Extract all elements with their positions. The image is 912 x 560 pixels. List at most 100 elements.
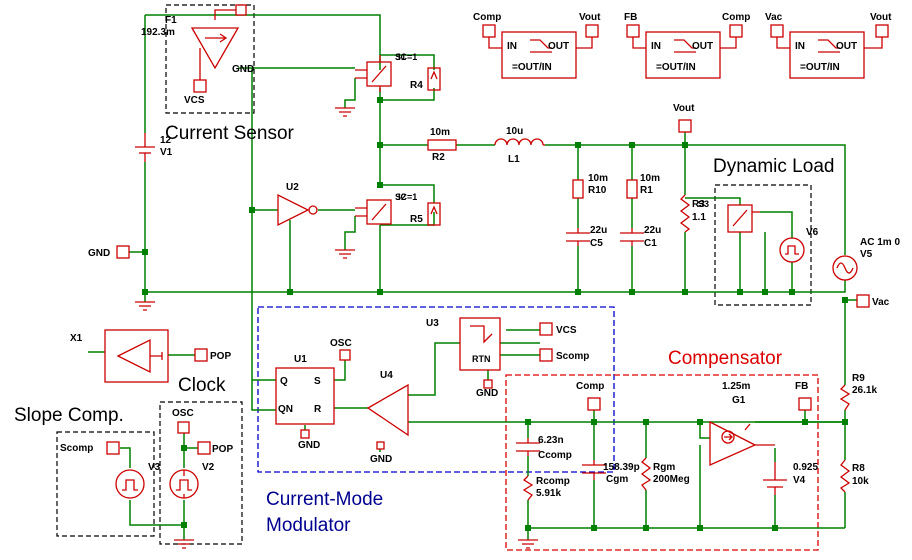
u1-name: U1 xyxy=(294,354,307,365)
u2-inverter[interactable] xyxy=(277,193,318,227)
r3-resistor[interactable] xyxy=(679,194,691,233)
g1-value: 1.25m xyxy=(722,381,750,392)
s1-ic: IC=1 xyxy=(398,52,417,62)
scomp-net-label-clock: Scomp xyxy=(60,443,93,454)
gnd-net-flag[interactable] xyxy=(116,245,130,259)
v2-pulse-source[interactable] xyxy=(169,469,199,499)
u4-name: U4 xyxy=(380,370,393,381)
v1-battery[interactable] xyxy=(135,133,155,162)
probe-3-in-net: Vac xyxy=(765,12,783,23)
s1-switch[interactable] xyxy=(355,55,392,92)
r10-name: R10 xyxy=(588,185,607,196)
r4-name: R4 xyxy=(410,80,423,91)
osc-net-flag-clock[interactable] xyxy=(177,421,190,434)
dynamic-load-title: Dynamic Load xyxy=(713,156,834,177)
rcomp-resistor[interactable] xyxy=(522,475,534,501)
junction-dots xyxy=(142,97,848,531)
r3-name: R3 xyxy=(692,199,705,210)
probe-1-in-net: Comp xyxy=(473,12,501,23)
s3-switch[interactable] xyxy=(727,204,760,233)
s2-ic: IC=1 xyxy=(398,192,417,202)
bode-probe-3[interactable] xyxy=(770,24,889,79)
probe-2-out-label: OUT xyxy=(692,41,713,52)
scomp-net-flag-clock[interactable] xyxy=(106,441,120,455)
v4-value: 0.925 xyxy=(793,462,818,473)
u3-name: U3 xyxy=(426,318,439,329)
rcomp-name: Rcomp xyxy=(536,476,570,487)
v4-battery[interactable] xyxy=(763,462,787,495)
scomp-net-flag-u3[interactable] xyxy=(539,348,553,362)
comp-net-label-main: Comp xyxy=(576,381,604,392)
r5-resistor[interactable] xyxy=(427,202,441,226)
slope-comp-box xyxy=(56,431,155,537)
ccomp-capacitor[interactable] xyxy=(516,438,540,456)
r8-name: R8 xyxy=(852,463,865,474)
gnd-label-u1: GND xyxy=(298,440,320,451)
u3-rtn: RTN xyxy=(472,354,491,364)
g1-transconductance-amp[interactable] xyxy=(709,420,775,467)
vac-net-flag[interactable] xyxy=(856,294,870,308)
u2-name: U2 xyxy=(286,182,299,193)
r2-name: R2 xyxy=(432,152,445,163)
ground-symbol-s2 xyxy=(335,249,355,259)
v3-name: V3 xyxy=(148,462,161,473)
r9-resistor[interactable] xyxy=(839,384,851,411)
r4-resistor[interactable] xyxy=(427,67,441,91)
s3-name: S3 xyxy=(698,199,709,209)
vcs-net-flag[interactable] xyxy=(539,322,553,336)
r10-resistor[interactable] xyxy=(572,179,584,199)
u3-block[interactable] xyxy=(459,317,501,371)
scomp-net-label-u3: Scomp xyxy=(556,351,589,362)
fb-net-flag-main[interactable] xyxy=(798,397,812,411)
r8-value: 10k xyxy=(852,476,869,487)
u4-comparator[interactable] xyxy=(366,383,409,437)
f1-current-source[interactable] xyxy=(190,4,247,93)
c1-capacitor[interactable] xyxy=(620,228,644,246)
gnd-net-label: GND xyxy=(88,248,110,259)
c5-capacitor[interactable] xyxy=(566,228,590,246)
probe-2-in-label: IN xyxy=(651,41,661,52)
comp-net-flag-main[interactable] xyxy=(587,397,601,411)
vcs-net-label: VCS xyxy=(556,325,577,336)
g1-name: G1 xyxy=(732,395,746,406)
r2-resistor[interactable] xyxy=(427,139,457,151)
vout-net-label-main: Vout xyxy=(673,103,695,114)
osc-net-flag-u1[interactable] xyxy=(339,349,351,361)
v4-name: V4 xyxy=(793,475,806,486)
v3-pulse-source[interactable] xyxy=(115,469,145,499)
rcomp-value: 5.91k xyxy=(536,488,561,499)
ground-symbol-clock xyxy=(174,539,194,549)
probe-3-in-label: IN xyxy=(795,41,805,52)
bode-probe-1[interactable] xyxy=(482,24,599,79)
modulator-box xyxy=(257,306,615,473)
rgm-resistor[interactable] xyxy=(640,457,652,491)
l1-inductor[interactable] xyxy=(494,138,545,146)
r8-resistor[interactable] xyxy=(839,459,851,493)
c5-value: 22u xyxy=(590,225,607,236)
c1-name: C1 xyxy=(644,238,657,249)
pop-net-flag-clock[interactable] xyxy=(197,441,211,455)
modulator-title-line1: Current-Mode xyxy=(266,489,383,510)
osc-net-label-u1: OSC xyxy=(330,338,352,349)
u1-r: R xyxy=(314,404,322,415)
x1-subcircuit[interactable] xyxy=(104,329,169,383)
pop-net-label-clock: POP xyxy=(212,444,233,455)
v5-ac-source[interactable] xyxy=(832,255,858,281)
probe-3-out-label: OUT xyxy=(836,41,857,52)
s2-switch[interactable] xyxy=(355,199,392,225)
v6-pulse-source[interactable] xyxy=(779,237,805,263)
probe-1-out-label: OUT xyxy=(548,41,569,52)
u1-flip-flop[interactable] xyxy=(275,367,335,425)
vac-net-label: Vac xyxy=(872,297,890,308)
f1-name: F1 xyxy=(165,15,177,26)
r1-resistor[interactable] xyxy=(626,179,638,199)
pop-net-flag-x1[interactable] xyxy=(194,348,208,362)
fb-net-label-main: FB xyxy=(795,381,808,392)
compensator-title: Compensator xyxy=(668,348,783,369)
slope-comp-title: Slope Comp. xyxy=(14,405,124,426)
probe-1-formula: =OUT/IN xyxy=(512,62,552,73)
bode-probe-2[interactable] xyxy=(626,24,743,79)
cgm-capacitor[interactable] xyxy=(582,460,606,480)
vout-net-flag-main[interactable] xyxy=(678,119,692,133)
